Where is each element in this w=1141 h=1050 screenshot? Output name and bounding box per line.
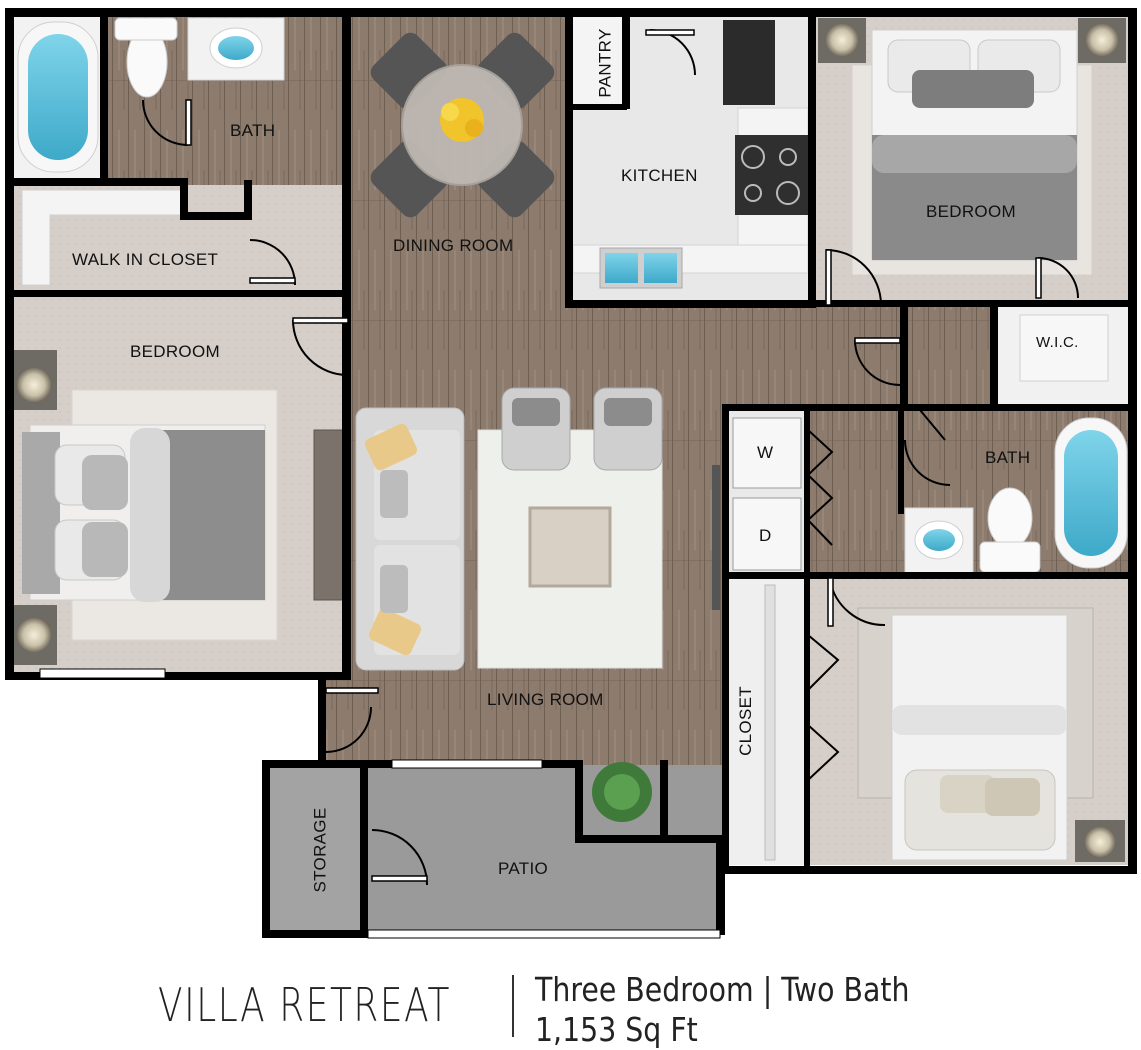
bedroom-left-pillow-gray — [82, 522, 128, 577]
flowers — [465, 119, 483, 137]
room-label-bath-right: BATH — [985, 448, 1031, 467]
toilet-right-tank — [979, 541, 1041, 573]
kitchen-sink-basin — [605, 253, 638, 283]
sofa-pillow — [368, 608, 422, 656]
dresser — [313, 429, 345, 601]
bedroom-bottom-right-blanket — [892, 705, 1067, 735]
closet-rod — [764, 584, 776, 861]
room-label-closet: CLOSET — [735, 686, 755, 756]
tv-console — [712, 465, 720, 610]
square-footage: 1,153 Sq Ft — [535, 1010, 698, 1049]
walls — [5, 8, 1137, 938]
bedroom-bottom-right-pillow — [940, 775, 995, 813]
door-leaves — [185, 29, 1042, 882]
plan-name: VILLA RETREAT — [158, 978, 451, 1032]
sink-right-water — [923, 529, 955, 551]
bathtub-right-water — [1064, 430, 1118, 556]
room-label-bedroom-top-right: BEDROOM — [926, 202, 1016, 221]
flowers — [441, 103, 459, 121]
sofa-pillow-gray — [380, 565, 408, 613]
title-divider — [512, 975, 514, 1037]
room-label-walk-in-closet: WALK IN CLOSET — [72, 250, 219, 269]
wood-floor-laundry-hall — [805, 410, 905, 580]
room-label-pantry: PANTRY — [595, 28, 615, 98]
bathtub-master-water — [28, 34, 88, 160]
room-label-wic: W.I.C. — [1036, 334, 1079, 351]
toilet-master-tank — [114, 17, 178, 41]
window — [391, 759, 543, 769]
room-label-bath-master: BATH — [230, 121, 276, 140]
bedroom-top-right-throw-pillow — [912, 70, 1034, 108]
washer — [732, 417, 802, 489]
room-label-dining-room: DINING ROOM — [393, 236, 514, 255]
sofa-pillow — [364, 423, 418, 471]
room-label-dryer: D — [759, 526, 772, 545]
lamp — [16, 617, 52, 653]
sink-master-water — [218, 36, 254, 60]
burner — [779, 148, 797, 166]
plant — [604, 774, 640, 810]
room-label-kitchen: KITCHEN — [621, 166, 698, 185]
cooktop — [735, 135, 808, 215]
room-label-living-room: LIVING ROOM — [487, 690, 604, 709]
bedroom-bottom-right-pillow — [985, 778, 1040, 816]
room-label-storage: STORAGE — [310, 807, 330, 893]
bifold-doors — [806, 409, 946, 781]
coffee-table — [528, 506, 612, 588]
room-label-bedroom-left: BEDROOM — [130, 342, 220, 361]
burner — [741, 145, 765, 169]
window — [39, 668, 166, 679]
wic-shelf — [1019, 314, 1109, 382]
bed-bath-description: Three Bedroom | Two Bath — [535, 970, 910, 1009]
bedroom-left-pillow-gray — [82, 455, 128, 510]
toilet-right — [987, 487, 1033, 549]
bedroom-top-right-blanket-fold — [872, 135, 1077, 173]
armchair-cushion — [604, 398, 652, 426]
room-label-patio: PATIO — [498, 859, 548, 878]
refrigerator — [723, 20, 775, 105]
patio-floor — [365, 765, 723, 935]
lamp — [1085, 23, 1119, 57]
kitchen-sink-basin — [644, 253, 677, 283]
dryer — [732, 497, 802, 571]
storage-floor — [268, 765, 368, 935]
room-label-washer: W — [757, 443, 774, 462]
sofa-pillow-gray — [380, 470, 408, 518]
armchair-cushion — [512, 398, 560, 426]
pantry-floor — [570, 15, 630, 110]
bedroom-left-blanket-fold — [130, 428, 170, 602]
burner — [744, 184, 762, 202]
lamp — [1084, 826, 1116, 858]
burner — [776, 181, 800, 205]
window — [367, 929, 721, 939]
lamp — [825, 23, 859, 57]
bedroom-left-headboard — [22, 432, 60, 594]
lamp — [16, 367, 52, 403]
